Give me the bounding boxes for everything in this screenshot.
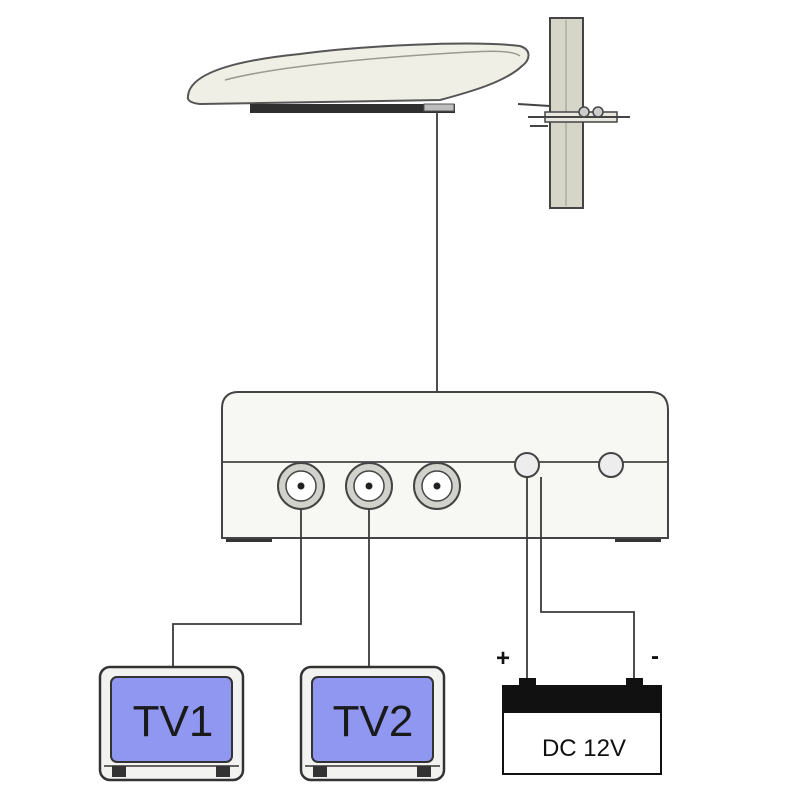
battery-top-band (503, 686, 661, 713)
power-unit (221, 391, 669, 542)
battery: DC 12V + - (496, 643, 662, 775)
tv2-screen (311, 676, 434, 763)
tv2: TV2 (299, 665, 446, 782)
tv1-foot-left (112, 766, 126, 777)
mount-arm (517, 103, 551, 107)
tv2-label: TV2 (333, 697, 414, 746)
tv2-foot-right (417, 766, 431, 777)
antenna-connector (423, 103, 455, 112)
power-terminal-negative (598, 452, 624, 478)
tv1: TV1 (98, 665, 245, 782)
battery-minus-sign: - (651, 643, 659, 670)
tv1-foot-right (216, 766, 230, 777)
mount-nut-1 (578, 106, 590, 118)
antenna (186, 42, 630, 127)
battery-voltage-label: DC 12V (542, 735, 626, 762)
output-port-2 (345, 462, 393, 510)
battery-plus-sign: + (496, 645, 510, 672)
mount-nut-2 (592, 106, 604, 118)
antenna-base-plate (250, 104, 455, 113)
antenna-ridge (224, 50, 521, 81)
tv1-cable (172, 509, 302, 667)
tv1-label: TV1 (133, 697, 214, 746)
negative-cable (540, 477, 635, 680)
antenna-dome (186, 42, 530, 106)
power-terminal-positive (514, 452, 540, 478)
tv2-foot-left (313, 766, 327, 777)
output-port-1 (277, 462, 325, 510)
battery-terminal-positive (519, 678, 536, 687)
tv1-screen (110, 676, 233, 763)
battery-terminal-negative (626, 678, 643, 687)
antenna-input-port (413, 462, 461, 510)
